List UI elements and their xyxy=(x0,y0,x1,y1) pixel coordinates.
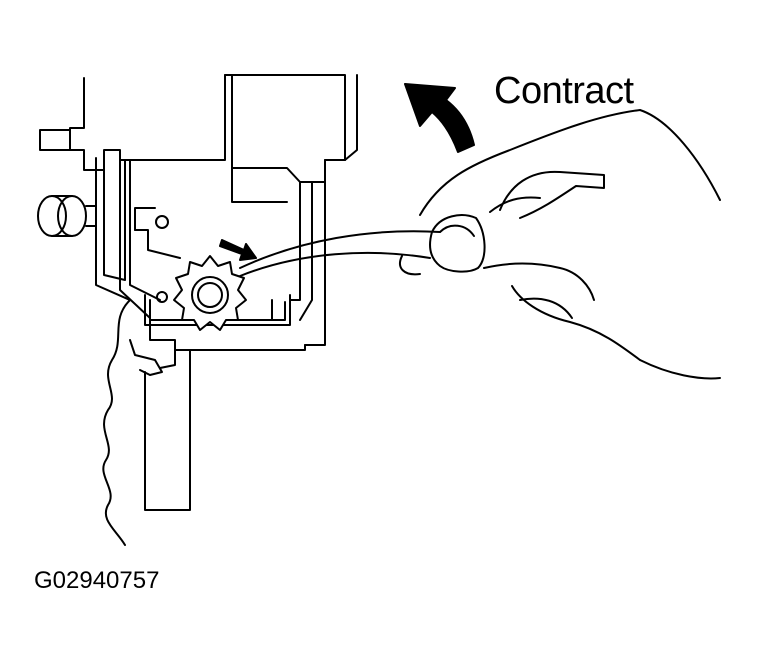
rotation-arrow-icon xyxy=(220,240,256,260)
technician-hand xyxy=(400,110,720,378)
contract-label: Contract xyxy=(494,70,634,112)
backing-plate xyxy=(40,75,357,345)
star-wheel-gear-icon xyxy=(174,256,246,330)
plate-cut-edge xyxy=(103,300,130,545)
screwdriver-tool xyxy=(240,231,440,276)
figure-code: G02940757 xyxy=(34,567,160,594)
contract-direction-arrow-icon xyxy=(405,84,474,152)
wheel-cylinder-pin xyxy=(38,196,96,236)
brake-shoe xyxy=(130,340,190,510)
